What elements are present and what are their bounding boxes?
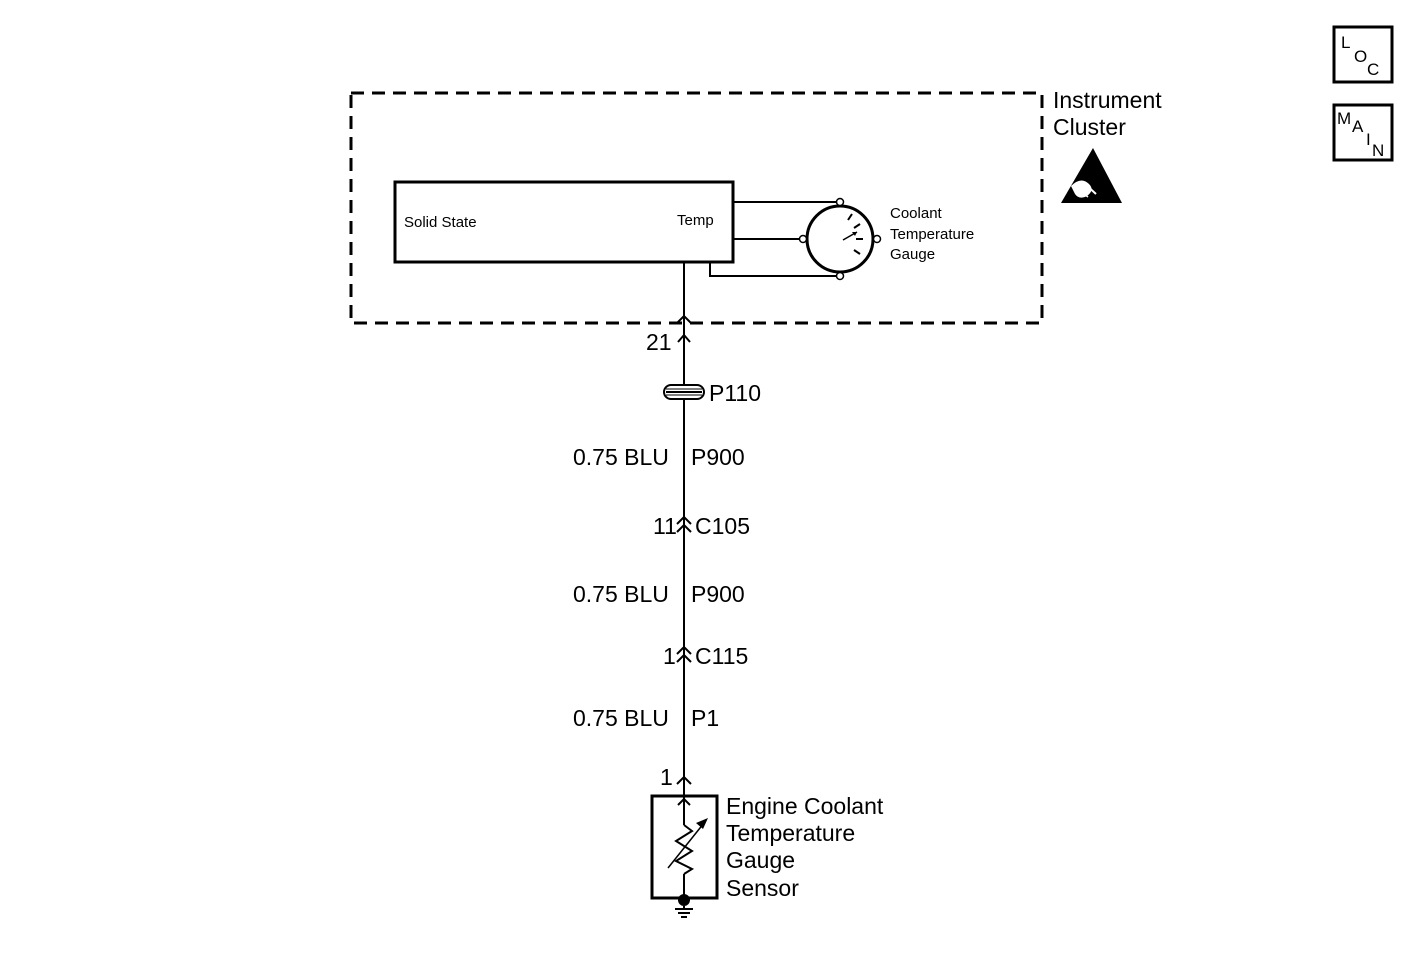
sensor-label-line1: Engine Coolant — [726, 793, 884, 819]
gauge-label-line1: Coolant — [890, 205, 943, 222]
c115-label: C115 — [695, 643, 748, 669]
ground-icon — [675, 894, 693, 918]
sensor-label-line3: Gauge — [726, 847, 795, 873]
connector-c115 — [676, 645, 692, 663]
gauge-label-line2: Temperature — [890, 226, 974, 243]
splice-p110 — [663, 384, 705, 400]
solid-state-label: Solid State — [404, 214, 477, 231]
esd-sensitive-warning-icon — [1061, 148, 1122, 203]
loc-letter-c: C — [1367, 60, 1379, 79]
wire3-circuit: P1 — [691, 705, 719, 731]
c105-label: C105 — [695, 513, 750, 539]
instrument-cluster-boundary — [349, 91, 1044, 325]
main-letter-m: M — [1337, 109, 1351, 128]
cluster-pin-number: 21 — [646, 329, 672, 355]
wire1-size-color: 0.75 BLU — [573, 444, 669, 470]
temp-pin-label: Temp — [677, 212, 714, 229]
gauge-wiring — [709, 201, 838, 277]
sensor-label-line2: Temperature — [726, 820, 855, 846]
wire2-size-color: 0.75 BLU — [573, 581, 669, 607]
wire3-size-color: 0.75 BLU — [573, 705, 669, 731]
instrument-cluster-label-line2: Cluster — [1053, 114, 1126, 140]
wire2-circuit: P900 — [691, 581, 745, 607]
c115-pin-number: 1 — [663, 643, 676, 669]
sensor-pin-number: 1 — [660, 764, 673, 790]
loc-letter-l: L — [1341, 33, 1350, 52]
loc-letter-o: O — [1354, 47, 1367, 66]
gauge-label-line3: Gauge — [890, 246, 935, 263]
engine-coolant-temperature-sensor — [650, 794, 719, 900]
wire1-circuit: P900 — [691, 444, 745, 470]
connector-c105 — [676, 515, 692, 533]
coolant-temperature-gauge — [798, 197, 882, 281]
main-button[interactable]: M A I N — [1332, 103, 1394, 162]
sensor-connector-1 — [676, 775, 692, 785]
sensor-label-line4: Sensor — [726, 875, 799, 901]
solid-state-module — [393, 180, 735, 264]
cluster-connector-21 — [676, 314, 692, 343]
main-letter-a: A — [1352, 117, 1364, 136]
main-letter-n: N — [1372, 141, 1384, 160]
instrument-cluster-label-line1: Instrument — [1053, 87, 1162, 113]
splice-label: P110 — [709, 380, 761, 406]
c105-pin-number: 11 — [653, 513, 677, 539]
loc-button[interactable]: L O C — [1332, 25, 1394, 84]
main-letter-i: I — [1366, 130, 1371, 149]
